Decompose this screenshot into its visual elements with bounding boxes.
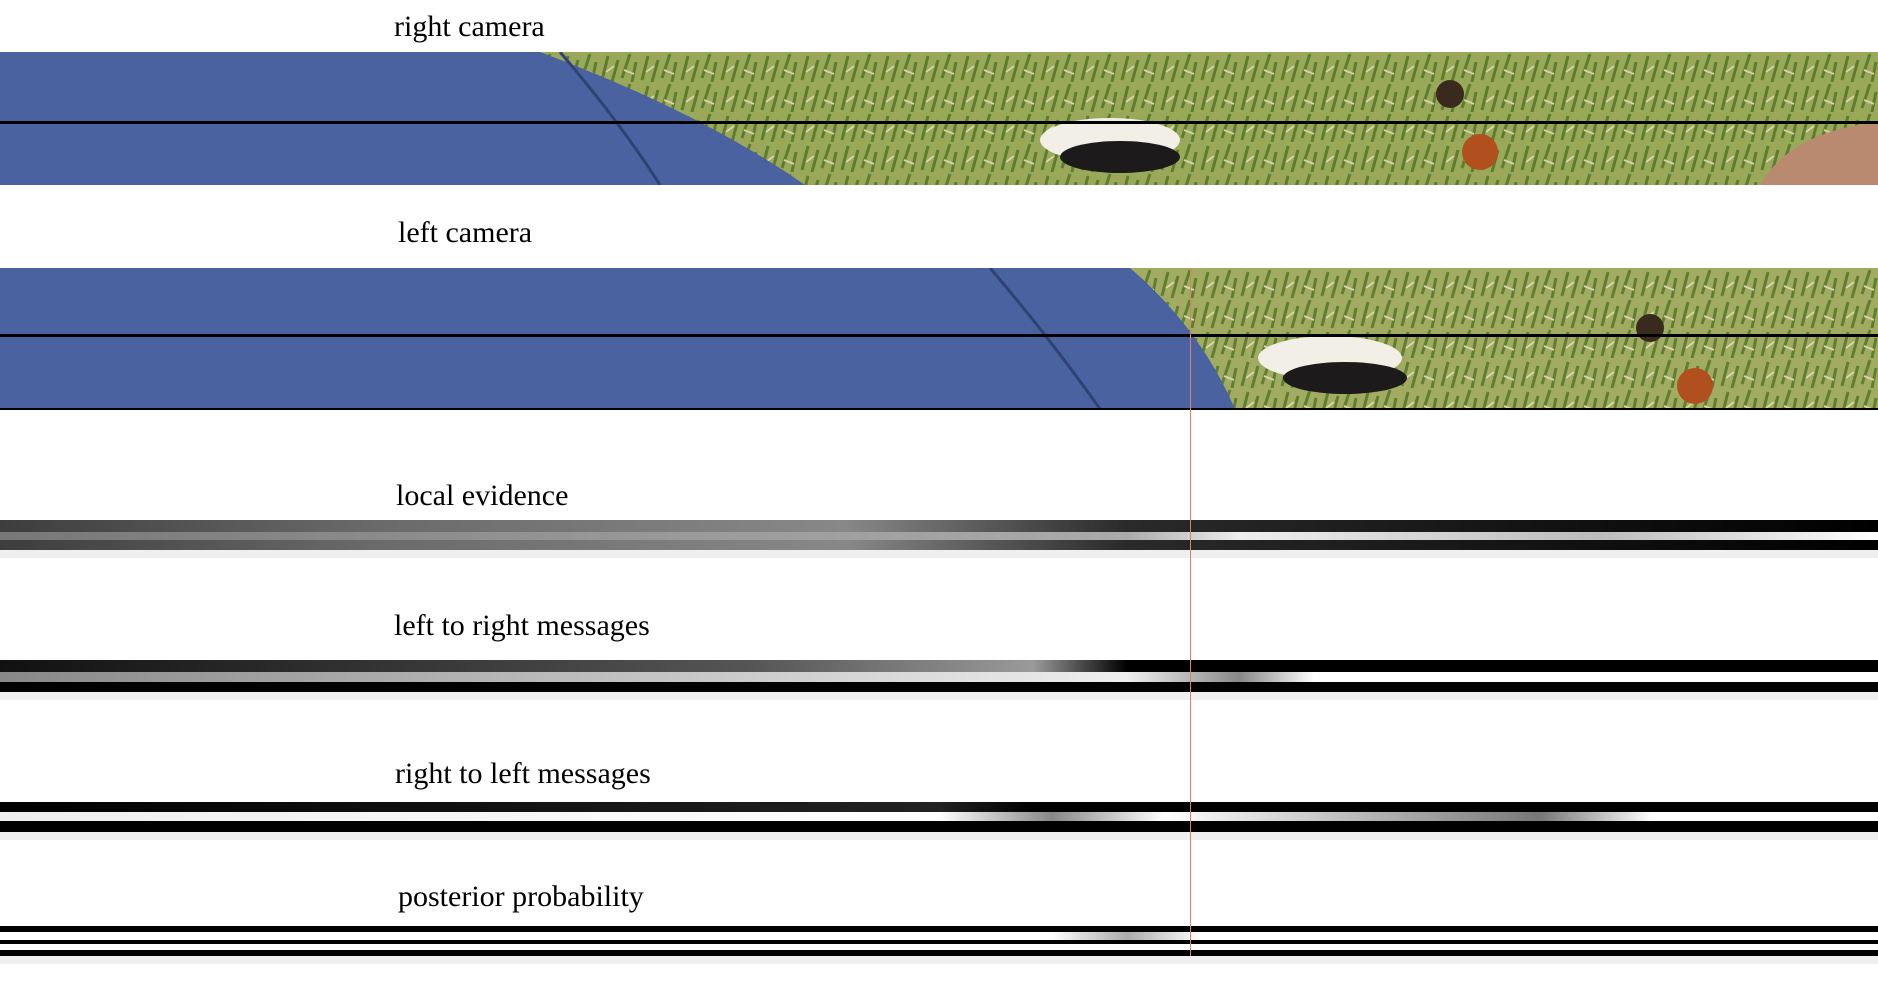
disparity-marker-line <box>1190 268 1191 956</box>
label-left-camera: left camera <box>398 216 533 249</box>
posterior-shade <box>0 956 1878 964</box>
left-bottom-border <box>0 408 1878 410</box>
label-right-to-left: right to left messages <box>395 757 651 790</box>
right-to-left-shade <box>0 832 1878 840</box>
right-scanline <box>0 121 1878 124</box>
right-to-left-band <box>0 802 1878 832</box>
left-camera-image <box>0 268 1878 409</box>
local-evidence-band <box>0 520 1878 550</box>
local-evidence-shade <box>0 550 1878 558</box>
left-to-right-shade <box>0 692 1878 700</box>
label-local-evidence: local evidence <box>396 479 569 512</box>
posterior-band <box>0 926 1878 956</box>
label-posterior: posterior probability <box>398 880 644 913</box>
label-left-to-right: left to right messages <box>394 609 650 642</box>
left-scanline <box>0 334 1878 337</box>
right-camera-image <box>0 52 1878 185</box>
label-right-camera: right camera <box>394 10 545 43</box>
left-to-right-band <box>0 660 1878 692</box>
